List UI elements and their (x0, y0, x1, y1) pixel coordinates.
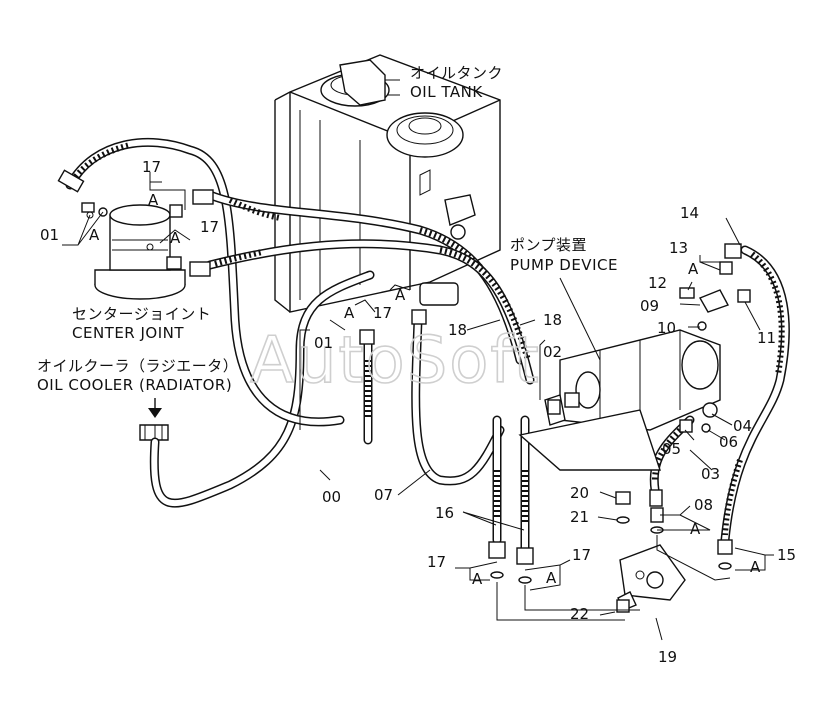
callout-03: 03 (701, 465, 720, 483)
callout-17-bl: 17 (427, 553, 446, 571)
detail-a-br: A (546, 569, 557, 587)
callout-21: 21 (570, 508, 589, 526)
callout-01-left: 01 (40, 226, 59, 244)
center-joint-label-jp: センタージョイント (72, 305, 211, 323)
callout-19: 19 (658, 648, 677, 666)
callout-17-top: 17 (142, 158, 161, 176)
callout-15: 15 (777, 546, 796, 564)
callout-02: 02 (543, 343, 562, 361)
detail-a-08: A (690, 520, 701, 538)
callout-20: 20 (570, 484, 589, 502)
detail-a-mid1: A (395, 286, 406, 304)
oil-cooler-label-jp: オイルクーラ（ラジエータ） (37, 357, 238, 375)
callout-18-left: 18 (448, 321, 467, 339)
center-joint-label-en: CENTER JOINT (72, 324, 184, 342)
fittings (57, 169, 751, 613)
callout-17-mid: 17 (373, 304, 392, 322)
callout-12: 12 (648, 274, 667, 292)
detail-a-mid2: A (344, 304, 355, 322)
callout-06: 06 (719, 433, 738, 451)
oil-tank-label-jp: オイルタンク (410, 64, 503, 82)
callout-11: 11 (757, 329, 776, 347)
detail-a-left: A (89, 226, 100, 244)
callout-00: 00 (322, 488, 341, 506)
callout-14: 14 (680, 204, 699, 222)
detail-a-top: A (148, 191, 159, 209)
detail-a-13: A (688, 260, 699, 278)
callout-10: 10 (657, 319, 676, 337)
component-labels: オイルタンク OIL TANK センタージョイント CENTER JOINT オ… (37, 64, 618, 394)
callout-01-mid: 01 (314, 334, 333, 352)
callout-08: 08 (694, 496, 713, 514)
callout-09: 09 (640, 297, 659, 315)
callout-16: 16 (435, 504, 454, 522)
watermark-text: AutoSoft (250, 324, 541, 398)
callout-17-cj: 17 (200, 218, 219, 236)
oil-cooler-label-en: OIL COOLER (RADIATOR) (37, 376, 232, 394)
oil-tank-label-en: OIL TANK (410, 83, 483, 101)
pump-device-label-en: PUMP DEVICE (510, 256, 618, 274)
detail-a-cj: A (170, 229, 181, 247)
pump-device (518, 329, 721, 471)
callout-18-right: 18 (543, 311, 562, 329)
detail-a-markers: A A A A A A A A A A (89, 191, 761, 588)
leader-lines (62, 79, 774, 641)
oil-tank (274, 54, 501, 313)
callout-05: 05 (662, 440, 681, 458)
detail-a-15: A (750, 558, 761, 576)
callout-17-br: 17 (572, 546, 591, 564)
part-callouts: 00 01 01 02 03 04 05 06 07 08 09 10 11 1… (40, 158, 796, 666)
center-joint (86, 204, 186, 300)
oil-cooler-fitting (139, 398, 169, 441)
detail-a-bl: A (472, 570, 483, 588)
callout-07: 07 (374, 486, 393, 504)
callout-22: 22 (570, 605, 589, 623)
callout-13: 13 (669, 239, 688, 257)
pump-device-label-jp: ポンプ装置 (510, 236, 587, 254)
callout-04: 04 (733, 417, 752, 435)
